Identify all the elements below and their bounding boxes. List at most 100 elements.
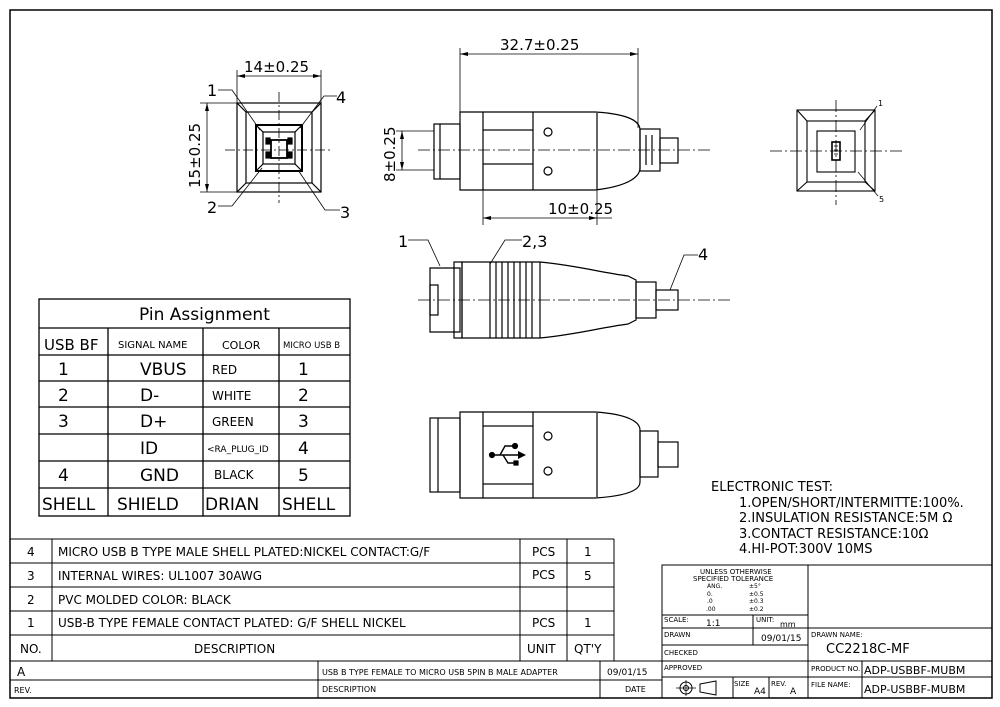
pin-cell: GND xyxy=(140,466,179,486)
revision-desc-label: DESCRIPTION xyxy=(322,685,376,694)
pin-cell: BLACK xyxy=(214,468,255,482)
pin-assignment-table xyxy=(38,298,351,517)
scale-value: 1:1 xyxy=(706,619,720,629)
electronic-test-item: 4.HI-POT:300V 10MS xyxy=(739,542,873,557)
bom-cell: 1 xyxy=(584,545,592,559)
bom-cell: 3 xyxy=(27,569,35,583)
size-value: A4 xyxy=(754,687,766,697)
side-view-bottom xyxy=(429,411,679,499)
pin-cell: D- xyxy=(140,386,159,406)
pin-cell: 4 xyxy=(58,466,69,486)
pin-cell: VBUS xyxy=(140,360,187,380)
revision-block xyxy=(10,661,662,698)
revision-date: 09/01/15 xyxy=(607,668,647,678)
bom-header: NO. DESCRIPTION UNIT QT'Y xyxy=(20,642,602,656)
pin-cell: 1 xyxy=(298,360,309,380)
bom-cell: 1 xyxy=(27,616,35,630)
pin-row-4: ID <RA_PLUG_ID 4 xyxy=(140,439,309,459)
pin-row-5: 4 GND BLACK 5 xyxy=(58,466,309,486)
bom-cell: 5 xyxy=(584,569,592,583)
tol-ang: ±5° xyxy=(749,583,761,590)
callout-side-23: 2,3 xyxy=(522,232,547,251)
electronic-test: ELECTRONIC TEST: 1.OPEN/SHORT/INTERMITTE… xyxy=(711,480,964,557)
bom-row-4: 4 MICRO USB B TYPE MALE SHELL PLATED:NIC… xyxy=(27,545,592,559)
pin-cell: ID xyxy=(140,439,158,459)
front-view xyxy=(200,70,340,211)
bom-row-2: 2 PVC MOLDED COLOR: BLACK xyxy=(27,593,232,607)
pin-cell: SHELL xyxy=(282,495,336,515)
callout-end-1: 1 xyxy=(878,99,883,108)
tol-1-label: .0 xyxy=(707,598,713,605)
bom-cell: 4 xyxy=(27,545,35,559)
pin-cell: SHELL xyxy=(42,495,96,515)
dim-plug-length: 10±0.25 xyxy=(548,200,613,218)
callout-end-5: 5 xyxy=(879,195,884,204)
side-view-middle xyxy=(408,239,730,339)
pin-cell: WHITE xyxy=(212,389,251,403)
bom-cell: MICRO USB B TYPE MALE SHELL PLATED:NICKE… xyxy=(58,545,430,559)
sheet-border xyxy=(9,9,993,699)
pin-cell: D+ xyxy=(140,412,167,432)
bom-cell: INTERNAL WIRES: UL1007 30AWG xyxy=(58,569,262,583)
checked-label: CHECKED xyxy=(664,649,698,657)
callout-front-2: 2 xyxy=(207,198,217,217)
pin-cell: 1 xyxy=(58,360,69,380)
bom-row-3: 3 INTERNAL WIRES: UL1007 30AWG PCS 5 xyxy=(27,568,592,583)
electronic-test-item: 1.OPEN/SHORT/INTERMITTE:100%. xyxy=(739,496,964,511)
dim-front-height: 15±0.25 xyxy=(186,123,204,188)
scale-label: SCALE: xyxy=(664,616,689,624)
dim-body-height: 8±0.25 xyxy=(381,126,399,182)
file-name: ADP-USBBF-MUBM xyxy=(864,683,965,696)
rev-label: REV. xyxy=(771,680,786,688)
bom-table xyxy=(10,538,662,662)
pin-cell: 2 xyxy=(298,386,309,406)
bom-header-cell: NO. xyxy=(20,642,42,656)
pin-cell: 3 xyxy=(58,412,69,432)
bom-cell: PVC MOLDED COLOR: BLACK xyxy=(58,593,232,607)
rev-value: A xyxy=(790,687,797,697)
product-no-label: PRODUCT NO. xyxy=(811,665,860,673)
bom-header-cell: QT'Y xyxy=(574,642,602,656)
tol-1: ±0.3 xyxy=(749,598,764,605)
bom-cell: 2 xyxy=(27,593,35,607)
tol-0-label: 0. xyxy=(707,591,713,598)
dim-overall-length: 32.7±0.25 xyxy=(500,36,579,54)
tol-title-2: SPECIFIED TOLERANCE xyxy=(693,575,773,583)
bom-header-cell: DESCRIPTION xyxy=(194,642,275,656)
pin-row-6: SHELL SHIELD DRIAN SHELL xyxy=(42,495,336,515)
callout-side-4: 4 xyxy=(698,245,708,264)
revision-rev-label: REV. xyxy=(14,686,32,695)
bom-cell: PCS xyxy=(532,545,555,559)
pin-table-title: Pin Assignment xyxy=(139,305,270,325)
tol-2-label: .00 xyxy=(706,606,716,613)
pin-header-micro: MICRO USB B xyxy=(283,341,340,351)
size-label: SIZE xyxy=(734,680,750,688)
callout-front-4: 4 xyxy=(336,88,346,107)
pin-row-3: 3 D+ GREEN 3 xyxy=(58,412,309,432)
tol-ang-label: ANG. xyxy=(707,583,722,590)
tol-title-1: UNLESS OTHERWISE xyxy=(700,568,772,576)
pin-cell: RED xyxy=(212,363,237,377)
pin-cell: DRIAN xyxy=(205,495,259,515)
unit-label: UNIT: xyxy=(756,616,774,624)
pin-header-signal: SIGNAL NAME xyxy=(118,340,187,351)
drawn-by: _ xyxy=(714,636,720,645)
pin-header-usb-bf: USB BF xyxy=(44,336,98,354)
pin-cell: <RA_PLUG_ID xyxy=(207,445,269,455)
drawn-date: 09/01/15 xyxy=(761,634,801,644)
end-view xyxy=(770,100,905,205)
pin-row-1: 1 VBUS RED 1 xyxy=(58,360,309,380)
pin-cell: 3 xyxy=(298,412,309,432)
drawn-name: CC2218C-MF xyxy=(826,642,910,657)
bom-row-1: 1 USB-B TYPE FEMALE CONTACT PLATED: G/F … xyxy=(27,616,592,630)
unit-value: mm xyxy=(780,620,796,629)
projection-symbol-icon xyxy=(676,680,717,696)
revision-description: USB B TYPE FEMALE TO MICRO USB 5PIN B MA… xyxy=(322,668,558,677)
bom-cell: 1 xyxy=(584,616,592,630)
electronic-test-item: 2.INSULATION RESISTANCE:5M Ω xyxy=(739,511,952,526)
electronic-test-item: 3.CONTACT RESISTANCE:10Ω xyxy=(739,527,929,542)
callout-front-1: 1 xyxy=(207,81,217,100)
pin-cell: 5 xyxy=(298,466,309,486)
callout-side-1: 1 xyxy=(398,232,408,251)
bom-cell: PCS xyxy=(532,568,555,582)
